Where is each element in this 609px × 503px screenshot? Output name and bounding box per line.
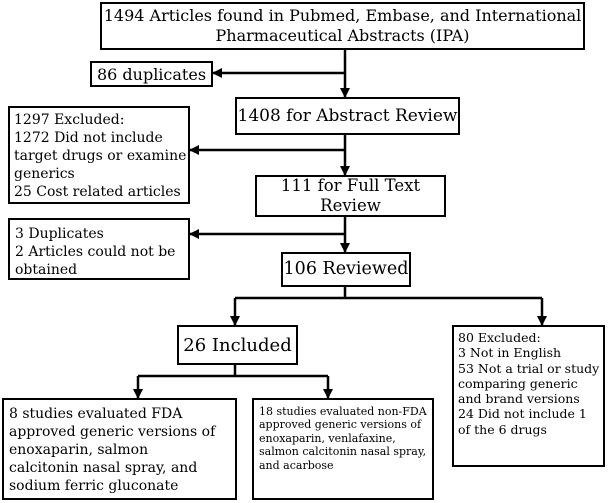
abstract-review-label: 1408 for Abstract Review [237,105,458,126]
fda-studies-line2: approved generic versions of [9,424,216,440]
excluded-full-text-line2: 2 Articles could not be [15,244,176,260]
full-text-review-label: 111 for Full Text Review [280,175,421,215]
fda-studies-line3: enoxaparin, salmon [9,442,149,458]
reviewed-box: 106 Reviewed [281,252,411,287]
articles-found-line1: 1494 Articles found in Pubmed, Embase, a… [103,6,582,26]
non-fda-studies-line3: enoxaparin, venlafaxine, [259,431,396,445]
excluded-abstract-box: 1297 Excluded: 1272 Did not include targ… [8,106,190,204]
excluded-full-text-line1: 3 Duplicates [15,226,104,242]
fda-studies-line4: calcitonin nasal spray, and [9,460,198,476]
duplicates-label: 86 duplicates [96,64,207,84]
excluded-reviewed-line6: 24 Did not include 1 [458,406,587,422]
non-fda-studies-box: 18 studies evaluated non-FDA approved ge… [252,398,434,500]
excluded-full-text-box: 3 Duplicates 2 Articles could not be obt… [8,218,190,280]
abstract-review-box: 1408 for Abstract Review [235,97,460,135]
excluded-abstract-line3: target drugs or examine [14,148,187,164]
excluded-reviewed-line7: of the 6 drugs [458,421,547,437]
articles-found-box: 1494 Articles found in Pubmed, Embase, a… [100,2,585,50]
fda-studies-line5: sodium ferric gluconate [9,478,179,494]
excluded-reviewed-line1: 80 Excluded: [458,330,541,345]
non-fda-studies-line2: approved generic versions of [259,418,422,432]
included-label: 26 Included [183,334,292,356]
excluded-reviewed-line5: and brand versions [458,391,580,406]
excluded-reviewed-line4: comparing generic [458,375,578,391]
non-fda-studies-line5: and acarbose [259,458,334,472]
excluded-reviewed-line2: 3 Not in English [458,345,562,361]
full-text-review-box: 111 for Full Text Review [255,175,446,217]
excluded-abstract-line1: 1297 Excluded: [14,112,125,128]
excluded-full-text-line3: obtained [15,262,78,278]
included-box: 26 Included [177,325,298,365]
non-fda-studies-line4: salmon calcitonin nasal spray, [259,445,427,459]
articles-found-line2: Pharmaceutical Abstracts (IPA) [215,26,470,45]
excluded-abstract-line5: 25 Cost related articles [14,184,181,200]
fda-studies-box: 8 studies evaluated FDA approved generic… [2,398,237,500]
duplicates-box: 86 duplicates [90,61,213,87]
non-fda-studies-line1: 18 studies evaluated non-FDA [259,405,427,418]
reviewed-label: 106 Reviewed [283,258,409,279]
excluded-reviewed-line3: 53 Not a trial or study [458,360,600,376]
excluded-abstract-line4: generics [14,166,75,182]
excluded-abstract-line2: 1272 Did not include [14,130,163,146]
fda-studies-line1: 8 studies evaluated FDA [9,406,183,422]
excluded-reviewed-box: 80 Excluded: 3 Not in English 53 Not a t… [452,325,605,467]
